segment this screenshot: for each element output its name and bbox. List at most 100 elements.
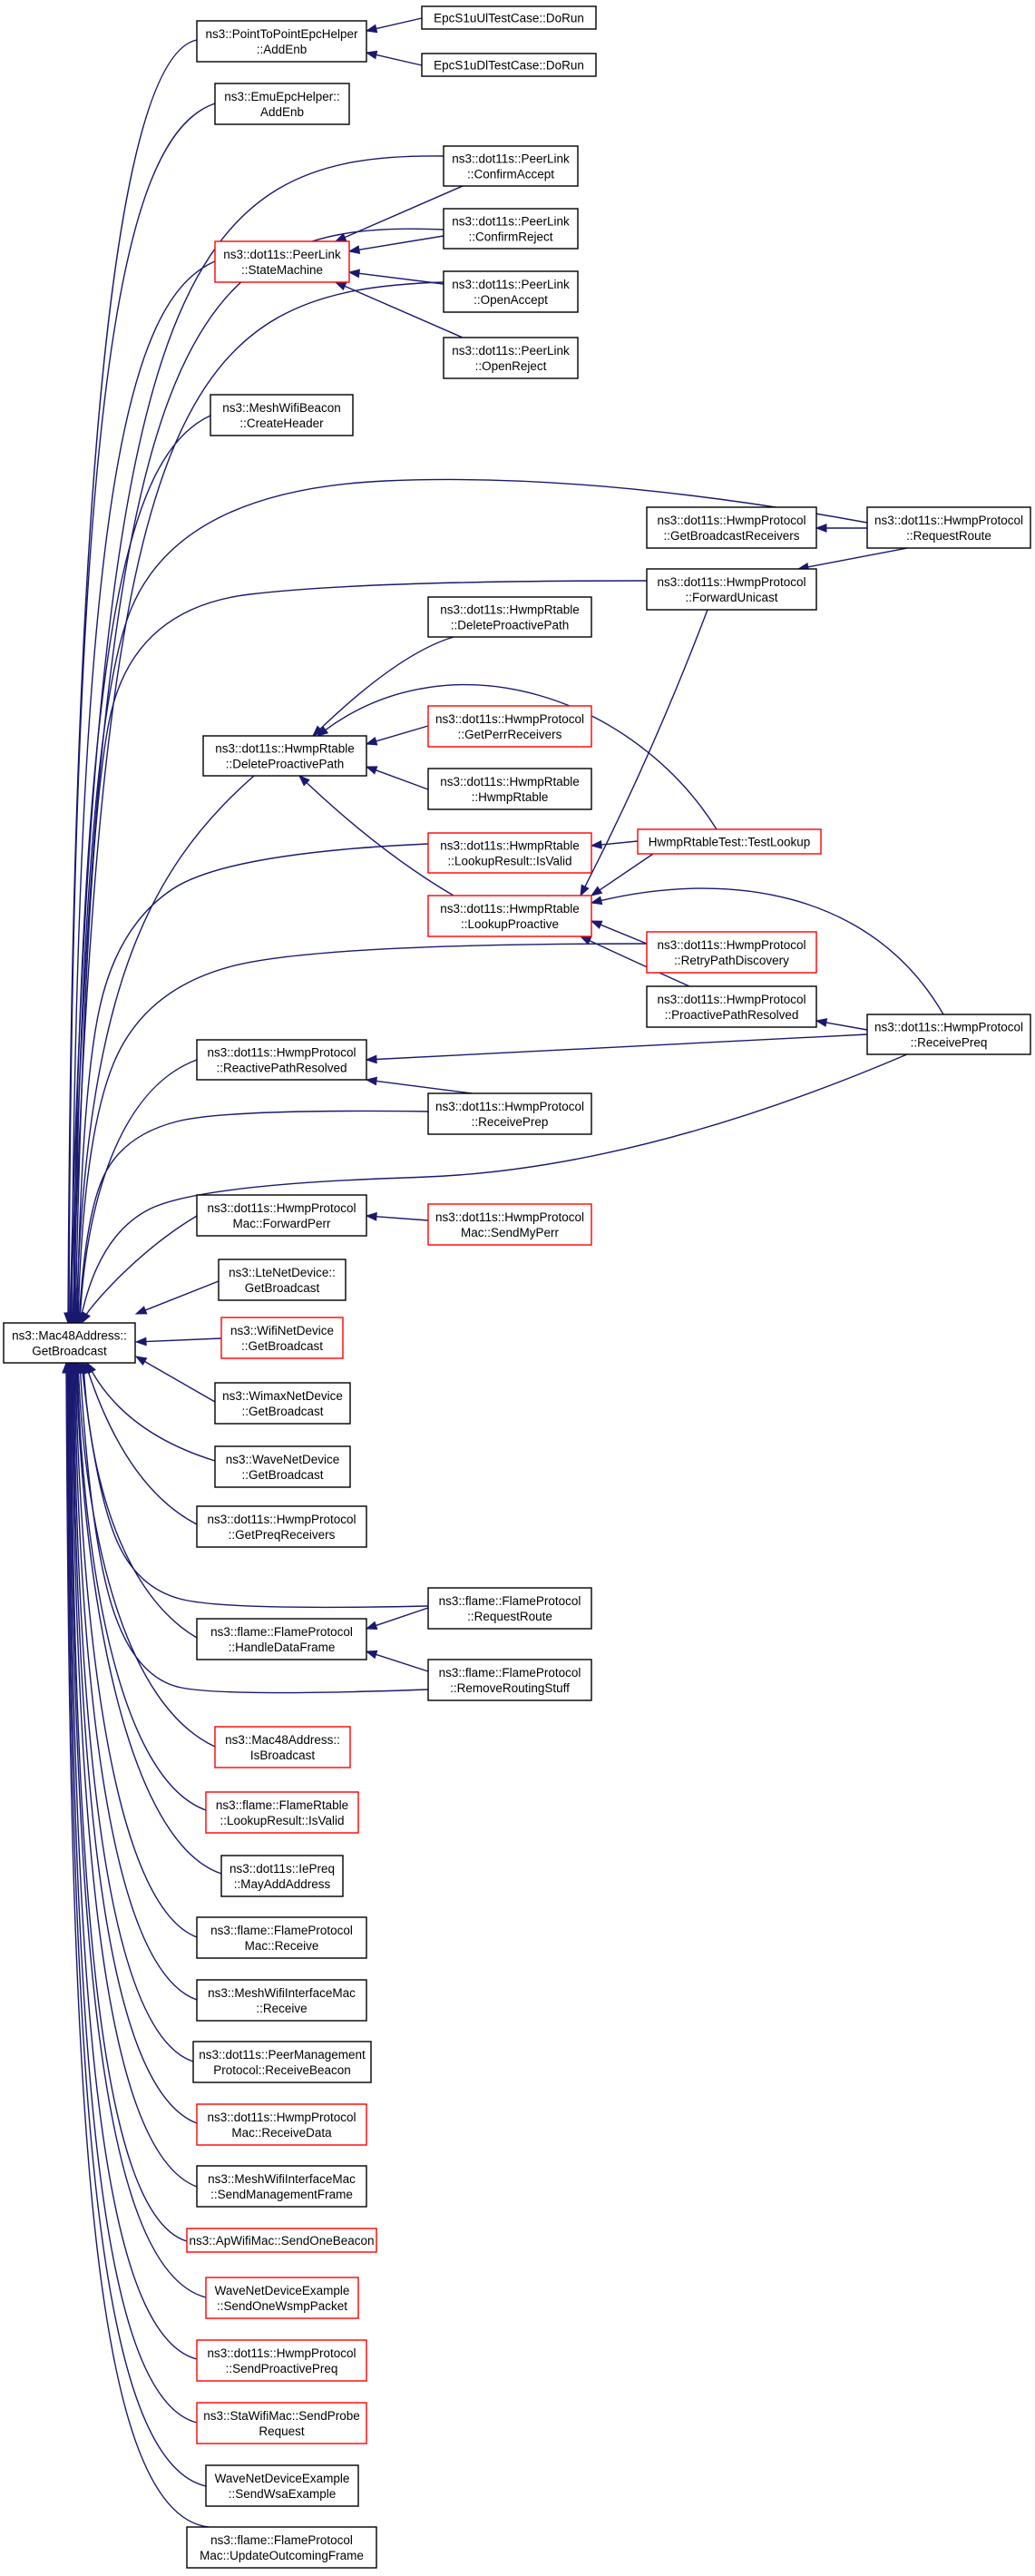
node-emu-addenb[interactable]: ns3::EmuEpcHelper::AddEnb — [214, 83, 350, 125]
node-box[interactable] — [196, 1194, 367, 1237]
node-box[interactable] — [427, 1587, 592, 1630]
node-box[interactable] — [646, 506, 817, 549]
node-box[interactable] — [646, 931, 817, 974]
node-wave-send-wsa[interactable]: WaveNetDeviceExample::SendWsaExample — [205, 2464, 359, 2507]
node-box[interactable] — [196, 2402, 367, 2444]
node-wave-send-wsmp[interactable]: WaveNetDeviceExample::SendOneWsmpPacket — [205, 2277, 359, 2319]
node-box[interactable] — [427, 895, 592, 937]
node-pm-receive-beacon[interactable]: ns3::dot11s::PeerManagementProtocol::Rec… — [192, 2041, 372, 2083]
node-hp-get-preq-recv[interactable]: ns3::dot11s::HwmpProtocol::GetPreqReceiv… — [196, 1505, 367, 1548]
node-pl-confirm-accept[interactable]: ns3::dot11s::PeerLink::ConfirmAccept — [443, 145, 579, 187]
node-wifi-get-bcast[interactable]: ns3::WifiNetDevice::GetBroadcast — [220, 1317, 344, 1359]
node-box[interactable] — [220, 1317, 344, 1359]
node-mesh-beacon-header[interactable]: ns3::MeshWifiBeacon::CreateHeader — [210, 394, 354, 436]
node-pl-open-reject[interactable]: ns3::dot11s::PeerLink::OpenReject — [443, 337, 579, 379]
node-hp-request-route[interactable]: ns3::dot11s::HwmpProtocol::RequestRoute — [866, 506, 1031, 549]
node-box[interactable] — [427, 596, 592, 638]
node-box[interactable] — [196, 2103, 367, 2146]
node-hp-receive-preq[interactable]: ns3::dot11s::HwmpProtocol::ReceivePreq — [866, 1014, 1031, 1055]
node-box[interactable] — [214, 1726, 351, 1768]
node-box[interactable] — [443, 145, 579, 187]
node-box[interactable] — [196, 1039, 367, 1081]
node-hp-retry-path-disc[interactable]: ns3::dot11s::HwmpProtocol::RetryPathDisc… — [646, 931, 817, 974]
node-box[interactable] — [205, 1791, 359, 1834]
node-box[interactable] — [205, 2277, 359, 2319]
node-hp-receive-prep[interactable]: ns3::dot11s::HwmpProtocol::ReceivePrep — [427, 1092, 592, 1135]
node-hp-get-perr-recv[interactable]: ns3::dot11s::HwmpProtocol::GetPerrReceiv… — [427, 705, 592, 748]
node-box[interactable] — [427, 1203, 592, 1246]
node-box[interactable] — [427, 832, 592, 874]
node-box[interactable] — [427, 1092, 592, 1135]
node-box[interactable] — [214, 1445, 351, 1488]
node-fp-handle-data[interactable]: ns3::flame::FlameProtocol::HandleDataFra… — [196, 1618, 367, 1660]
node-iepreq-may-add[interactable]: ns3::dot11s::IePreq::MayAddAddress — [220, 1855, 344, 1897]
node-box[interactable] — [646, 568, 817, 611]
node-pl-confirm-reject[interactable]: ns3::dot11s::PeerLink::ConfirmReject — [443, 208, 579, 250]
node-fr-lookup-isvalid[interactable]: ns3::flame::FlameRtable::LookupResult::I… — [205, 1791, 359, 1834]
node-box[interactable] — [210, 394, 354, 436]
node-box[interactable] — [196, 1979, 367, 2022]
node-hp-send-proactive-preq[interactable]: ns3::dot11s::HwmpProtocol::SendProactive… — [196, 2339, 367, 2382]
node-epc-ul-dorun[interactable]: EpcS1uUlTestCase::DoRun — [421, 5, 597, 30]
node-box[interactable] — [186, 2228, 377, 2253]
node-hpmac-forward-perr[interactable]: ns3::dot11s::HwmpProtocolMac::ForwardPer… — [196, 1194, 367, 1237]
node-box[interactable] — [427, 1659, 592, 1701]
node-box[interactable] — [866, 1014, 1031, 1055]
node-wimax-get-bcast[interactable]: ns3::WimaxNetDevice::GetBroadcast — [214, 1382, 351, 1425]
node-box[interactable] — [637, 828, 822, 855]
node-epc-dl-dorun[interactable]: EpcS1uDlTestCase::DoRun — [421, 53, 597, 77]
node-hr-ctor[interactable]: ns3::dot11s::HwmpRtable::HwmpRtable — [427, 768, 592, 810]
node-mwim-send-mgmt[interactable]: ns3::MeshWifiInterfaceMac::SendManagemen… — [196, 2165, 367, 2208]
node-box[interactable] — [196, 20, 367, 63]
node-box[interactable] — [421, 53, 597, 77]
node-box[interactable] — [205, 2464, 359, 2507]
node-hr-test-lookup[interactable]: HwmpRtableTest::TestLookup — [637, 828, 822, 855]
node-hr-delete-proactive-path[interactable]: ns3::dot11s::HwmpRtable::DeleteProactive… — [202, 735, 367, 777]
node-wave-get-bcast[interactable]: ns3::WaveNetDevice::GetBroadcast — [214, 1445, 351, 1488]
node-box[interactable] — [220, 1855, 344, 1897]
node-box[interactable] — [427, 705, 592, 748]
node-hp-forward-unicast[interactable]: ns3::dot11s::HwmpProtocol::ForwardUnicas… — [646, 568, 817, 611]
node-box[interactable] — [214, 1382, 351, 1425]
node-box[interactable] — [186, 2526, 377, 2569]
node-box[interactable] — [214, 83, 350, 125]
node-box[interactable] — [443, 270, 579, 313]
node-hp-reactive-resolved[interactable]: ns3::dot11s::HwmpProtocol::ReactivePathR… — [196, 1039, 367, 1081]
node-p2p-addenb[interactable]: ns3::PointToPointEpcHelper::AddEnb — [196, 20, 367, 63]
node-box[interactable] — [427, 768, 592, 810]
node-box[interactable] — [192, 2041, 372, 2083]
node-hp-get-bcast-recv[interactable]: ns3::dot11s::HwmpProtocol::GetBroadcastR… — [646, 506, 817, 549]
node-root[interactable]: ns3::Mac48Address::GetBroadcast — [3, 1322, 136, 1364]
node-lte-get-bcast[interactable]: ns3::LteNetDevice::GetBroadcast — [218, 1259, 347, 1301]
node-box[interactable] — [443, 208, 579, 250]
node-hr-lookup-isvalid[interactable]: ns3::dot11s::HwmpRtable::LookupResult::I… — [427, 832, 592, 874]
node-fp-request-route[interactable]: ns3::flame::FlameProtocol::RequestRoute — [427, 1587, 592, 1630]
node-box[interactable] — [196, 1916, 367, 1959]
node-box[interactable] — [196, 1618, 367, 1660]
node-pl-state-machine[interactable]: ns3::dot11s::PeerLink::StateMachine — [214, 240, 350, 283]
node-box[interactable] — [196, 1505, 367, 1548]
node-apmac-send-beacon[interactable]: ns3::ApWifiMac::SendOneBeacon — [186, 2228, 377, 2253]
node-mwim-receive[interactable]: ns3::MeshWifiInterfaceMac::Receive — [196, 1979, 367, 2022]
node-box[interactable] — [421, 5, 597, 30]
node-box[interactable] — [214, 240, 350, 283]
node-hr-lookup-proactive[interactable]: ns3::dot11s::HwmpRtable::LookupProactive — [427, 895, 592, 937]
node-hpmac-receive-data[interactable]: ns3::dot11s::HwmpProtocolMac::ReceiveDat… — [196, 2103, 367, 2146]
node-box[interactable] — [218, 1259, 347, 1301]
node-fp-remove-routing[interactable]: ns3::flame::FlameProtocol::RemoveRouting… — [427, 1659, 592, 1701]
node-pl-open-accept[interactable]: ns3::dot11s::PeerLink::OpenAccept — [443, 270, 579, 313]
node-hp-proactive-resolved[interactable]: ns3::dot11s::HwmpProtocol::ProactivePath… — [646, 985, 817, 1028]
node-box[interactable] — [202, 735, 367, 777]
node-hr-delete-proactive-path-a[interactable]: ns3::dot11s::HwmpRtable::DeleteProactive… — [427, 596, 592, 638]
node-box[interactable] — [196, 2339, 367, 2382]
node-fpmac-update-outcoming[interactable]: ns3::flame::FlameProtocolMac::UpdateOutc… — [186, 2526, 377, 2569]
node-box[interactable] — [646, 985, 817, 1028]
node-box[interactable] — [866, 506, 1031, 549]
node-box[interactable] — [196, 2165, 367, 2208]
node-box[interactable] — [3, 1322, 136, 1364]
node-mac48-is-bcast[interactable]: ns3::Mac48Address::IsBroadcast — [214, 1726, 351, 1768]
node-box[interactable] — [443, 337, 579, 379]
